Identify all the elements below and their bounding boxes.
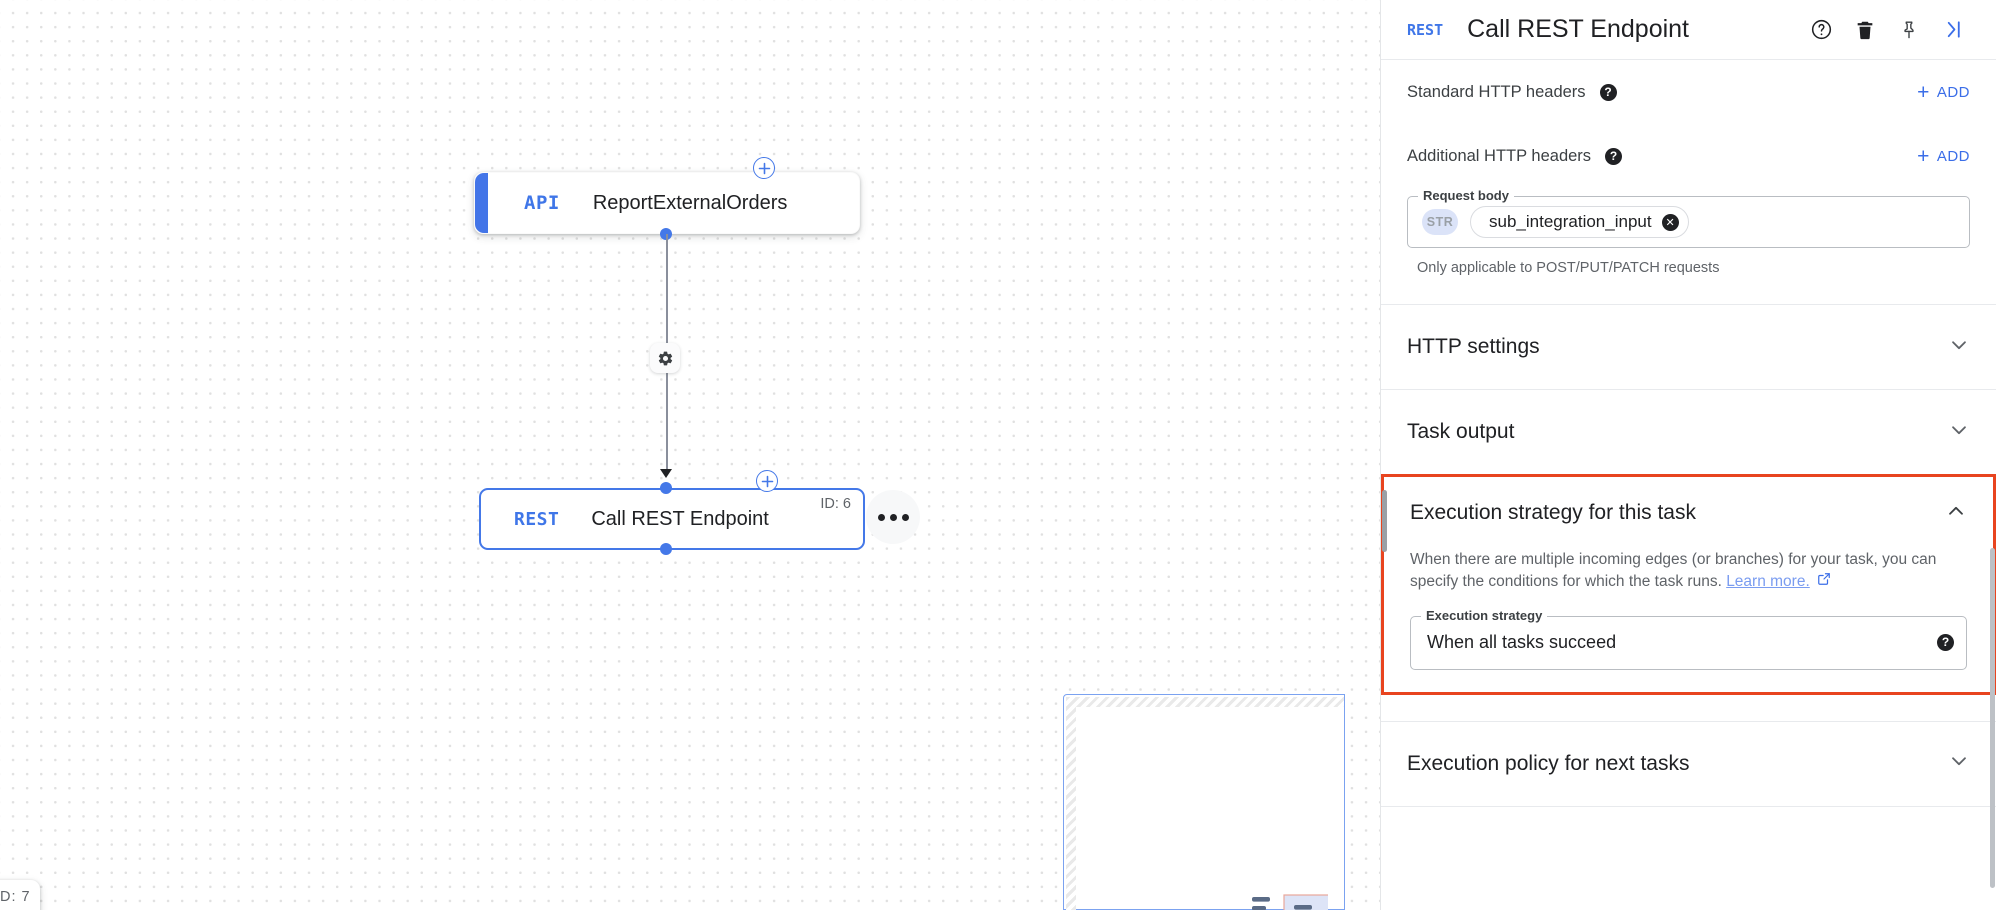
request-body-field[interactable]: Request body STR sub_integration_input ✕	[1407, 188, 1970, 248]
help-filled-icon[interactable]: ?	[1937, 633, 1954, 651]
trash-icon[interactable]	[1846, 11, 1884, 49]
chevron-down-icon[interactable]	[1948, 750, 1970, 777]
add-additional-header-button[interactable]: + ADD	[1917, 146, 1970, 167]
collapse-right-icon[interactable]	[1934, 11, 1972, 49]
add-standard-header-button[interactable]: + ADD	[1917, 82, 1970, 103]
add-node-button-api[interactable]	[753, 157, 775, 179]
workflow-canvas[interactable]: API ReportExternalOrders REST Call REST …	[0, 0, 1380, 910]
additional-http-headers-label: Additional HTTP headers	[1407, 146, 1592, 165]
plus-icon: +	[1917, 144, 1930, 168]
section-execution-policy-next-tasks[interactable]: Execution policy for next tasks	[1381, 722, 1996, 806]
chevron-up-icon[interactable]	[1945, 500, 1967, 527]
divider	[1381, 720, 1996, 722]
chevron-down-icon[interactable]	[1948, 334, 1970, 361]
execution-strategy-select[interactable]: Execution strategy When all tasks succee…	[1410, 607, 1967, 670]
edge-settings-button[interactable]	[650, 343, 680, 373]
execution-strategy-value: When all tasks succeed	[1427, 632, 1617, 653]
canvas-container-region[interactable]	[1063, 694, 1345, 910]
execution-strategy-description: When there are multiple incoming edges (…	[1410, 549, 1967, 594]
request-body-type-badge: STR	[1422, 209, 1458, 235]
more-horizontal-icon	[877, 513, 885, 521]
divider	[1381, 389, 1996, 390]
section-title: Execution strategy for this task	[1410, 501, 1696, 524]
section-title: HTTP settings	[1407, 335, 1540, 358]
node-type-label: API	[524, 192, 560, 214]
node-output-port-rest[interactable]	[660, 543, 672, 555]
execution-strategy-body: When there are multiple incoming edges (…	[1384, 549, 1993, 692]
standard-http-headers-row: Standard HTTP headers ? + ADD	[1407, 60, 1970, 124]
section-title: Execution policy for next tasks	[1407, 751, 1690, 775]
help-filled-icon[interactable]: ?	[1599, 83, 1617, 101]
node-rest-task[interactable]: REST Call REST Endpoint ID: 6	[479, 488, 865, 550]
edge-arrowhead	[660, 469, 672, 478]
open-in-new-icon[interactable]	[1813, 573, 1831, 590]
add-button-label: ADD	[1936, 83, 1970, 101]
add-node-button-rest[interactable]	[756, 470, 778, 492]
node-api-trigger[interactable]: API ReportExternalOrders	[474, 172, 860, 234]
add-button-label: ADD	[1936, 147, 1970, 165]
chip-label: sub_integration_input	[1489, 212, 1652, 231]
clear-circle-icon[interactable]: ✕	[1661, 213, 1679, 231]
pin-icon[interactable]	[1890, 11, 1928, 49]
node-type-label: REST	[514, 508, 560, 530]
node-id-label: ID: 6	[820, 496, 851, 512]
request-body-legend: Request body	[1418, 188, 1514, 203]
section-title: Task output	[1407, 420, 1515, 443]
plus-circle-icon	[758, 162, 770, 174]
description-text: When there are multiple incoming edges (…	[1410, 551, 1937, 591]
request-body-helper-text: Only applicable to POST/PUT/PATCH reques…	[1417, 260, 1720, 276]
panel-task-type-label: REST	[1407, 20, 1444, 39]
gear-icon	[658, 351, 672, 365]
section-task-output[interactable]: Task output	[1381, 390, 1996, 474]
panel-inner-scrollbar[interactable]	[1382, 490, 1387, 552]
learn-more-link[interactable]: Learn more.	[1726, 573, 1810, 591]
plus-icon: +	[1917, 80, 1930, 104]
divider	[1381, 805, 1996, 807]
more-horizontal-icon	[901, 513, 909, 521]
section-execution-strategy[interactable]: Execution strategy for this task	[1384, 477, 1993, 549]
additional-http-headers-row: Additional HTTP headers ? + ADD	[1407, 124, 1970, 188]
node-title: ReportExternalOrders	[592, 191, 788, 214]
help-filled-icon[interactable]: ?	[1605, 147, 1623, 165]
node-title: Call REST Endpoint	[591, 507, 769, 530]
section-http-settings[interactable]: HTTP settings	[1381, 305, 1996, 389]
headers-section: Standard HTTP headers ? + ADD Additional…	[1381, 60, 1996, 276]
container-hatch-left	[1066, 697, 1076, 910]
container-hatch-top	[1066, 697, 1344, 707]
node-partial-card[interactable]	[0, 880, 40, 910]
panel-scrollbar[interactable]	[1990, 548, 1995, 888]
execution-strategy-section-highlight: Execution strategy for this task When th…	[1381, 474, 1996, 695]
help-circle-icon[interactable]	[1802, 11, 1840, 49]
chevron-down-icon[interactable]	[1948, 419, 1970, 446]
panel-header: REST Call REST Endpoint	[1381, 0, 1996, 60]
node-overflow-menu-button[interactable]	[866, 490, 920, 544]
divider	[1381, 304, 1996, 305]
node-input-port-rest[interactable]	[660, 482, 672, 494]
request-body-variable-chip[interactable]: sub_integration_input ✕	[1470, 206, 1689, 238]
standard-http-headers-label: Standard HTTP headers	[1407, 82, 1586, 101]
container-placeholder-illustration	[1252, 894, 1328, 910]
task-config-panel[interactable]: REST Call REST Endpoint	[1380, 0, 1996, 910]
plus-circle-icon	[761, 475, 773, 487]
execution-strategy-legend: Execution strategy	[1421, 607, 1548, 623]
more-horizontal-icon	[889, 513, 897, 521]
node-accent-bar	[475, 173, 488, 233]
node-partial-id-label: D: 7	[0, 889, 31, 905]
page-title: Call REST Endpoint	[1467, 15, 1689, 43]
